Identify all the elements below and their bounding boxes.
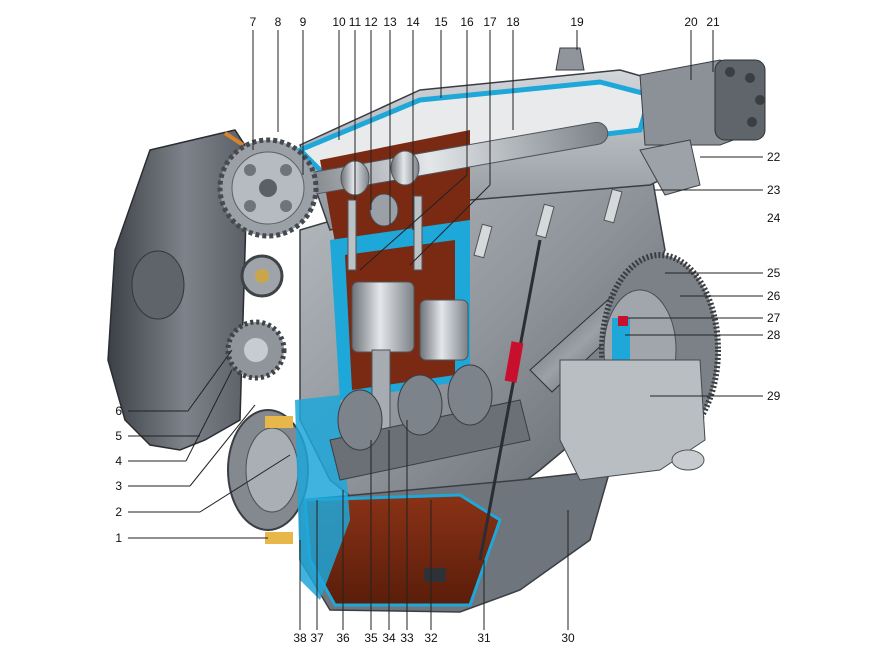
callout-11: 11 — [349, 15, 362, 29]
callout-3: 3 — [115, 479, 122, 493]
callout-10: 10 — [332, 15, 346, 29]
callout-23: 23 — [767, 183, 781, 197]
engine-illustration — [107, 47, 766, 613]
oil-pressure-sensor — [555, 47, 585, 71]
crank-counterweight-3 — [447, 364, 493, 426]
piston-2 — [419, 299, 469, 361]
callout-29: 29 — [767, 389, 781, 403]
cover-boss — [131, 250, 185, 320]
callout-12: 12 — [364, 15, 378, 29]
callout-8: 8 — [275, 15, 282, 29]
callout-33: 33 — [400, 631, 414, 645]
callout-30: 30 — [561, 631, 575, 645]
callouts-top: 7 8 9 10 11 12 13 14 15 16 17 18 19 20 2… — [250, 15, 720, 29]
callout-22: 22 — [767, 150, 781, 164]
belt-cover-edge — [223, 131, 245, 147]
callout-2: 2 — [115, 505, 122, 519]
callout-5: 5 — [115, 429, 122, 443]
callout-16: 16 — [460, 15, 474, 29]
callouts-bottom: 38 37 36 35 34 33 32 31 30 — [293, 631, 575, 645]
callout-13: 13 — [383, 15, 397, 29]
callout-20: 20 — [684, 15, 698, 29]
callout-37: 37 — [310, 631, 324, 645]
clutch-housing — [559, 359, 706, 481]
callout-6: 6 — [115, 404, 122, 418]
callout-28: 28 — [767, 328, 781, 342]
piston-1 — [351, 281, 415, 353]
callout-24: 24 — [767, 211, 781, 225]
crank-counterweight-2 — [397, 374, 443, 436]
callout-4: 4 — [115, 454, 122, 468]
valve-spring — [369, 193, 399, 227]
dipstick-handle — [504, 341, 524, 383]
callout-36: 36 — [336, 631, 350, 645]
callout-17: 17 — [483, 15, 497, 29]
intake-valve — [347, 199, 357, 271]
callout-31: 31 — [477, 631, 491, 645]
callout-9: 9 — [300, 15, 307, 29]
callout-14: 14 — [406, 15, 420, 29]
callouts-right: 22 23 24 25 26 27 28 29 — [767, 150, 781, 403]
callout-34: 34 — [382, 631, 396, 645]
crank-pulley-seal-top — [265, 416, 293, 428]
spark-plugs — [473, 188, 623, 259]
callout-25: 25 — [767, 266, 781, 280]
callout-7: 7 — [250, 15, 257, 29]
callout-32: 32 — [424, 631, 438, 645]
crank-pulley-seal-bottom — [265, 532, 293, 544]
callout-1: 1 — [115, 531, 122, 545]
oil-dipstick — [478, 239, 542, 561]
callout-18: 18 — [506, 15, 520, 29]
leader-lines — [128, 30, 763, 630]
callout-38: 38 — [293, 631, 307, 645]
callout-27: 27 — [767, 311, 781, 325]
callout-15: 15 — [434, 15, 448, 29]
thermostat-housing — [639, 139, 701, 196]
callout-26: 26 — [767, 289, 781, 303]
callout-19: 19 — [570, 15, 584, 29]
crank-counterweight-1 — [337, 389, 383, 451]
exhaust-valve — [413, 195, 423, 271]
drain-plug — [424, 568, 446, 582]
callout-35: 35 — [364, 631, 378, 645]
callout-21: 21 — [706, 15, 720, 29]
cam-lobe-2 — [390, 150, 420, 186]
callouts-left: 6 5 4 3 2 1 — [115, 404, 122, 545]
